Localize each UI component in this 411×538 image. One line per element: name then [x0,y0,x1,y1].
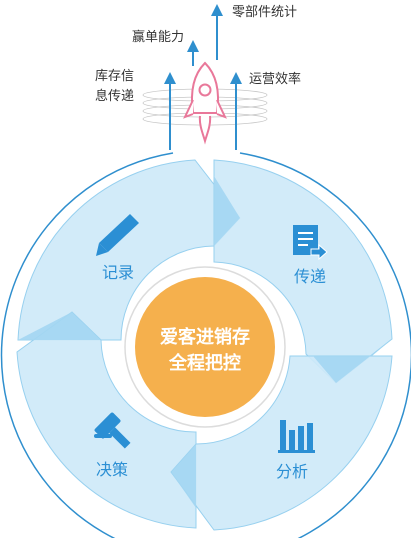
inventory-info-label-1: 库存信 [95,68,134,84]
growth-arrows [164,4,242,150]
rocket-icon [183,61,227,145]
quadrant-label-record: 记录 [102,263,134,282]
parts-stats-label: 零部件统计 [232,5,297,20]
quadrant-label-decision: 决策 [96,460,128,479]
win-rate-label: 赢单能力 [132,29,184,45]
center-title-line1: 爱客进销存 [160,326,250,348]
document-share-icon [293,225,328,261]
pencil-icon [96,214,139,256]
petal-overlaps [18,176,392,508]
center-circle [135,277,275,417]
gavel-icon [94,412,131,449]
petal-record [17,159,241,341]
quadrant-label-analysis: 分析 [276,462,308,481]
inventory-info-label-2: 息传递 [95,88,134,104]
center-title-line2: 全程把控 [168,352,241,374]
operation-efficiency-label: 运营效率 [249,71,301,87]
quadrant-label-transfer: 传递 [294,267,326,286]
bar-chart-icon [278,420,315,453]
petal-transfer [213,159,393,384]
outer-ring [0,152,411,538]
